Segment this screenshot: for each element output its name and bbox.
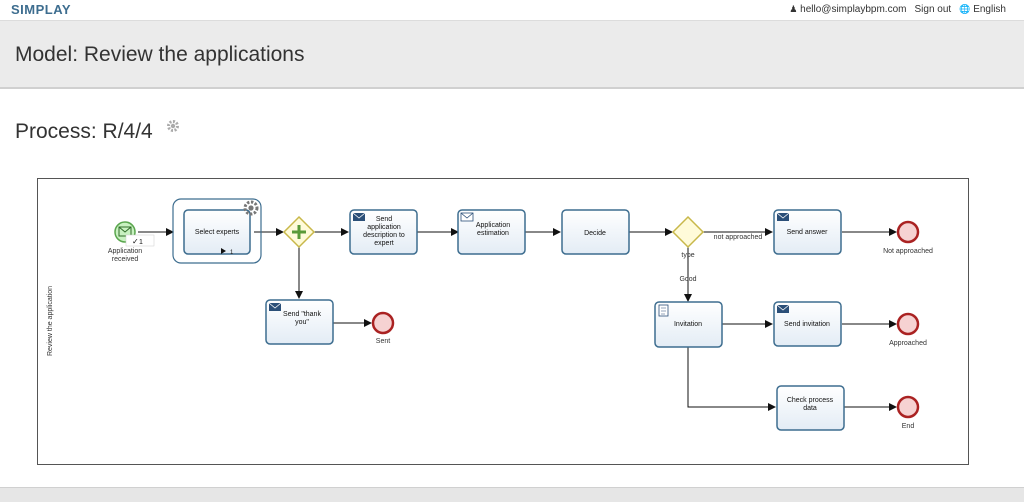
end-event-approached[interactable] <box>896 312 920 336</box>
end-event-end[interactable] <box>896 395 920 419</box>
task-invitation[interactable]: Invitation <box>654 301 723 348</box>
end-event-sent-label: Sent <box>376 338 390 345</box>
task-send-invitation-label: Send invitation <box>784 321 830 328</box>
end-event-sent[interactable] <box>371 311 395 335</box>
task-thank-you-line1: Send "thank <box>283 311 321 318</box>
task-select-experts[interactable]: Select experts 1 <box>172 198 262 264</box>
task-estimation-line1: Application <box>476 222 510 229</box>
bpmn-diagram: Review the application ✓ 1 Application r… <box>37 178 969 465</box>
task-check-process-data[interactable]: Check process data <box>776 385 845 431</box>
task-select-experts-count: 1 <box>230 250 234 256</box>
globe-icon: 🌐 <box>959 4 971 14</box>
task-decide[interactable]: Decide <box>561 209 630 255</box>
sequence-flows <box>138 228 897 411</box>
footer-bar <box>0 487 1024 502</box>
task-thank-you-line2: you" <box>295 319 309 326</box>
task-send-description-line2: application <box>367 224 401 231</box>
start-event-label-line1: Application <box>108 248 142 255</box>
task-invitation-label: Invitation <box>674 321 702 328</box>
exclusive-gateway-type[interactable] <box>671 215 705 249</box>
user-email: hello@simplaybpm.com <box>800 4 907 15</box>
task-send-invitation[interactable]: Send invitation <box>773 301 842 347</box>
task-send-thank-you[interactable]: Send "thank you" <box>265 299 334 345</box>
bpmn-canvas: Review the application ✓ 1 Application r… <box>47 198 933 431</box>
task-send-description-line3: description to <box>363 232 405 239</box>
flow-label-good: Good <box>679 276 696 283</box>
start-event-application-received[interactable]: ✓ 1 <box>114 221 155 247</box>
task-decide-label: Decide <box>584 230 606 237</box>
end-event-end-label: End <box>902 423 915 430</box>
task-send-application-description[interactable]: Send application description to expert <box>349 209 418 255</box>
process-title: Process: R/4/4 <box>15 120 153 143</box>
process-settings-gear-icon[interactable] <box>166 119 180 133</box>
svg-text:✓: ✓ <box>132 237 139 246</box>
user-icon: ♟ <box>789 4 798 14</box>
task-send-answer[interactable]: Send answer <box>773 209 842 255</box>
task-select-experts-label: Select experts <box>195 229 240 236</box>
end-event-not-approached[interactable] <box>896 220 920 244</box>
language-selector[interactable]: 🌐 English <box>959 4 1006 15</box>
top-bar: SIMPLAY ♟ hello@simplaybpm.com Sign out … <box>0 0 1024 20</box>
language-label: English <box>973 4 1006 15</box>
flow-label-not-approached: not approached <box>714 234 763 241</box>
task-estimation-line2: estimation <box>477 230 509 237</box>
end-event-approached-label: Approached <box>889 340 927 347</box>
task-send-answer-label: Send answer <box>787 229 829 236</box>
task-check-data-line1: Check process <box>787 397 834 404</box>
gateway-type-label: type <box>681 252 694 259</box>
parallel-gateway[interactable] <box>282 215 316 249</box>
user-bar: ♟ hello@simplaybpm.com Sign out 🌐 Englis… <box>789 4 1006 15</box>
task-send-description-line1: Send <box>376 216 392 223</box>
brand-logo[interactable]: SIMPLAY <box>11 2 72 17</box>
end-event-not-approached-label: Not approached <box>883 248 933 255</box>
start-event-label-line2: received <box>112 256 139 263</box>
start-event-badge: 1 <box>139 239 143 246</box>
task-send-description-line4: expert <box>374 240 394 247</box>
task-application-estimation[interactable]: Application estimation <box>457 209 526 255</box>
page-header: Model: Review the applications <box>0 20 1024 89</box>
task-check-data-line2: data <box>803 405 817 412</box>
sign-out-link[interactable]: Sign out <box>914 4 952 15</box>
task-settings-gear-icon[interactable] <box>243 200 259 216</box>
lane-label: Review the application <box>47 286 54 356</box>
user-menu[interactable]: ♟ hello@simplaybpm.com <box>789 4 906 15</box>
page-title: Model: Review the applications <box>15 43 305 66</box>
